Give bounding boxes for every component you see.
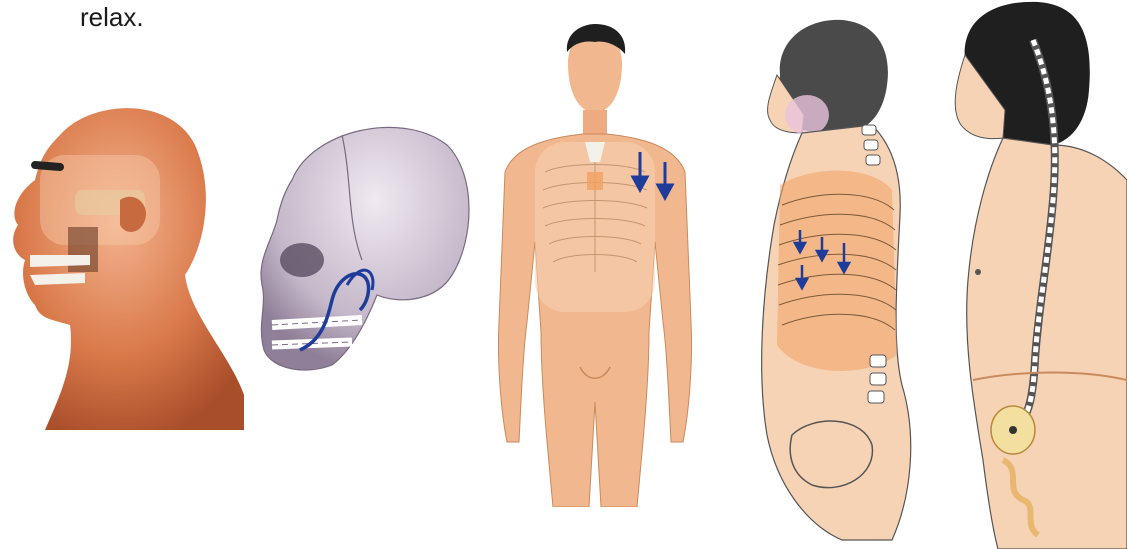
ribcage-side-icon [752, 15, 922, 545]
shoulders-relax-icon [495, 22, 695, 507]
spine-side-icon [943, 0, 1127, 549]
head-jaw-muscles-icon [0, 95, 245, 435]
figure-head-jaw-muscles [0, 95, 245, 435]
caption-text: relax. [80, 2, 144, 33]
figure-shoulders-relax [495, 22, 695, 507]
figure-spine-side [943, 0, 1127, 549]
figure-skull-jaw-nerve [252, 110, 477, 380]
skull-jaw-nerve-icon [252, 110, 477, 380]
figure-ribcage-side [752, 15, 922, 545]
